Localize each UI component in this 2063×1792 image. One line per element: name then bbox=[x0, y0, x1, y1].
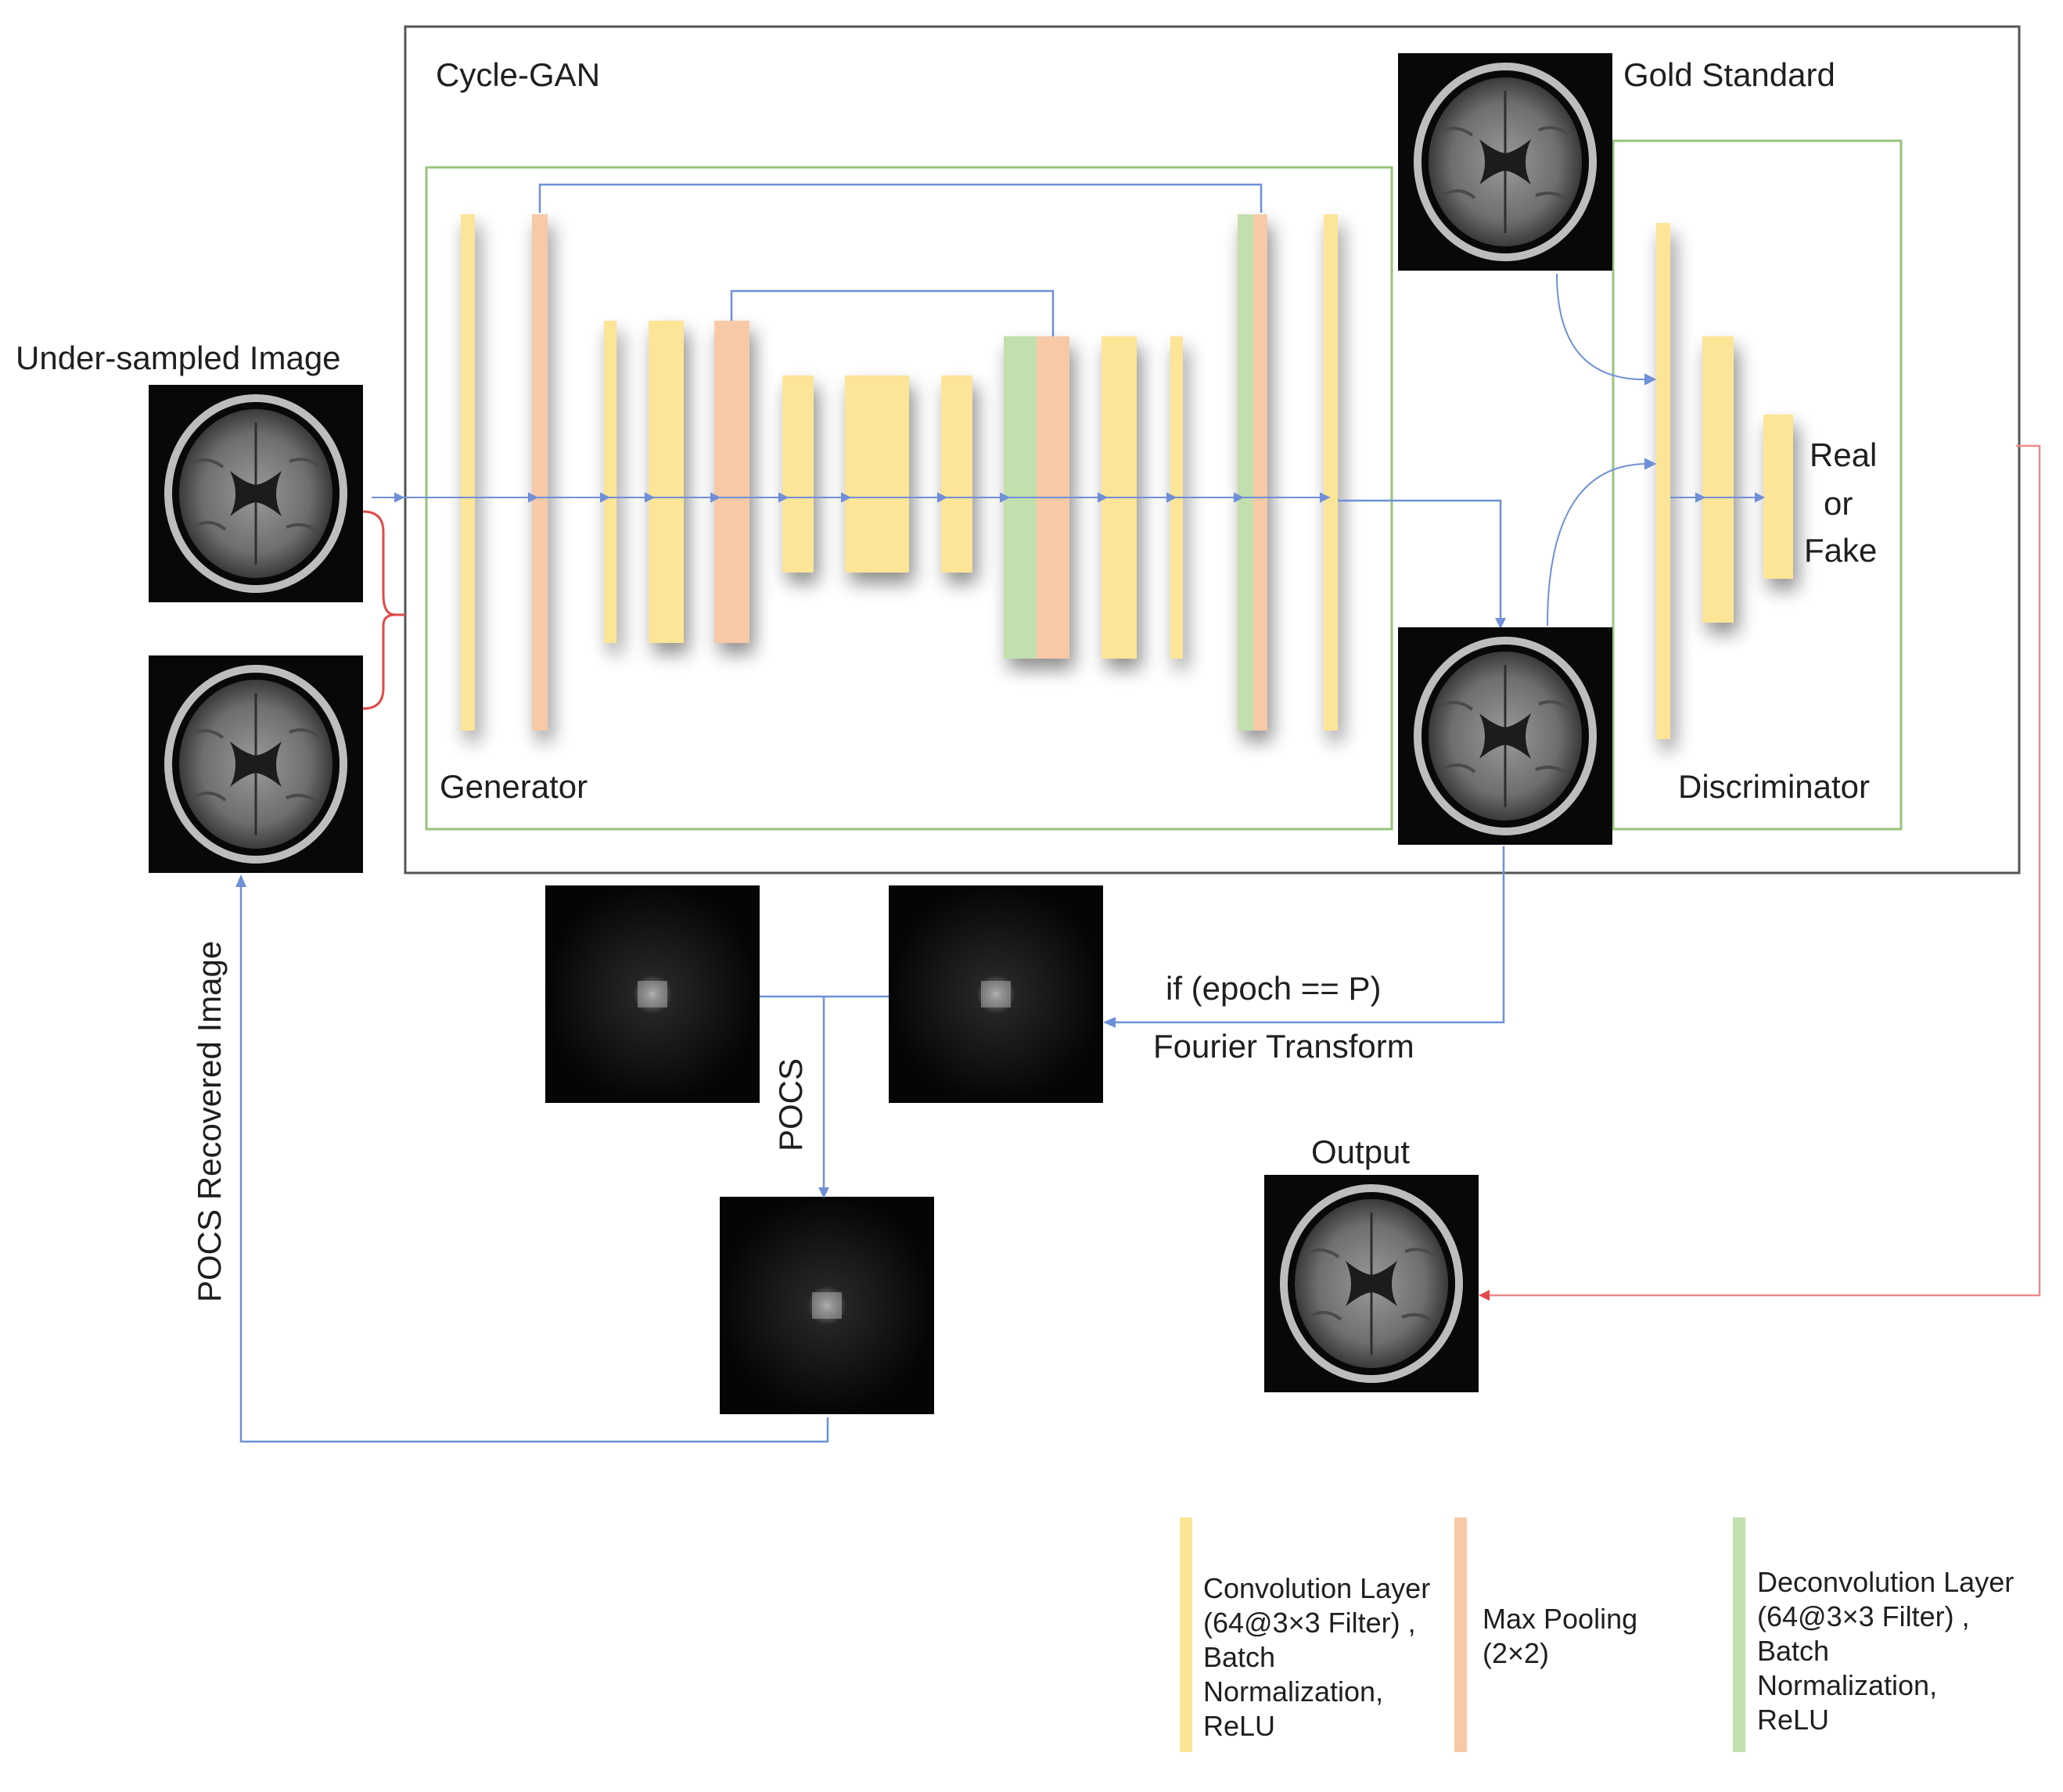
legend-text-pool: Max Pooling(2×2) bbox=[1483, 1603, 1637, 1669]
legend-line: Batch bbox=[1203, 1641, 1275, 1673]
generated-image bbox=[1398, 627, 1612, 845]
legend-swatch-deconv bbox=[1733, 1517, 1745, 1752]
legend-line: Convolution Layer bbox=[1203, 1572, 1430, 1604]
legend-text-deconv: Deconvolution Layer(64@3×3 Filter) ,Batc… bbox=[1757, 1566, 2014, 1736]
conv-layer bbox=[782, 375, 814, 573]
legend-line: ReLU bbox=[1757, 1704, 1829, 1736]
pool-layer bbox=[532, 214, 548, 731]
kspace-image-undersampled bbox=[545, 885, 760, 1103]
legend-swatch-pool bbox=[1454, 1517, 1467, 1752]
legend-line: (64@3×3 Filter) , bbox=[1757, 1600, 1970, 1632]
legend-line: Normalization, bbox=[1203, 1675, 1383, 1708]
cycle-gan-title: Cycle-GAN bbox=[436, 56, 600, 93]
fourier-label: Fourier Transform bbox=[1153, 1028, 1414, 1065]
pocs-recovered-label: POCS Recovered Image bbox=[191, 941, 228, 1302]
discriminator-frame bbox=[1612, 139, 1903, 831]
output-image bbox=[1264, 1175, 1479, 1392]
pool-layer bbox=[714, 321, 749, 643]
legend-swatch-conv bbox=[1180, 1517, 1192, 1752]
conv-layer bbox=[649, 321, 684, 643]
legend-line: (2×2) bbox=[1483, 1637, 1549, 1669]
arrow-head bbox=[1479, 1290, 1490, 1301]
pool-layer bbox=[1253, 214, 1267, 731]
generator-label: Generator bbox=[440, 768, 588, 805]
deconv-layer bbox=[1238, 214, 1253, 731]
skip-connections bbox=[538, 183, 1263, 336]
kspace-image-pocs bbox=[720, 1197, 934, 1414]
output-path bbox=[1483, 444, 2041, 1297]
kspace-image-generated bbox=[889, 885, 1103, 1103]
under-sampled-image bbox=[149, 385, 363, 602]
conv-layer bbox=[604, 321, 616, 643]
conv-layer bbox=[1656, 223, 1670, 739]
output-label: Output bbox=[1311, 1133, 1410, 1170]
conv-layer bbox=[1324, 214, 1338, 731]
input-bracket bbox=[362, 510, 405, 710]
conv-layer bbox=[461, 214, 475, 731]
condition-label: if (epoch == P) bbox=[1166, 970, 1381, 1007]
real-label: Real bbox=[1810, 436, 1877, 473]
conv-layer bbox=[1763, 415, 1793, 579]
arrow-head bbox=[1103, 1017, 1116, 1028]
legend-line: Batch bbox=[1757, 1635, 1829, 1667]
or-label: or bbox=[1824, 485, 1853, 522]
cycle-gan-frame bbox=[404, 25, 2021, 874]
discriminator-label: Discriminator bbox=[1678, 768, 1870, 805]
arrow-head bbox=[235, 874, 246, 887]
pocs-feedback-path bbox=[239, 881, 829, 1443]
legend-line: Normalization, bbox=[1757, 1669, 1937, 1701]
conv-layer bbox=[941, 375, 972, 573]
pocs-label: POCS bbox=[772, 1058, 809, 1151]
arrow-head bbox=[818, 1187, 829, 1198]
gold-standard-label: Gold Standard bbox=[1623, 56, 1835, 93]
conv-layer bbox=[845, 375, 909, 573]
generator-flow bbox=[372, 492, 1331, 503]
under-sampled-label: Under-sampled Image bbox=[16, 339, 341, 376]
legend-line: Deconvolution Layer bbox=[1757, 1566, 2014, 1598]
pocs-path bbox=[760, 995, 889, 1192]
fake-label: Fake bbox=[1804, 532, 1877, 569]
discriminator-flow bbox=[1547, 273, 1766, 627]
fourier-path bbox=[1109, 846, 1505, 1024]
arrow-head bbox=[1495, 618, 1506, 629]
gold-standard-image bbox=[1398, 53, 1612, 271]
discriminator-layers bbox=[1656, 223, 1793, 739]
generator-output-arrow bbox=[1338, 499, 1502, 623]
legend-line: (64@3×3 Filter) , bbox=[1203, 1607, 1416, 1639]
conv-layer bbox=[1702, 336, 1734, 623]
legend-line: ReLU bbox=[1203, 1710, 1275, 1742]
legend-line: Max Pooling bbox=[1483, 1603, 1637, 1635]
pocs-recovered-image bbox=[149, 655, 363, 873]
